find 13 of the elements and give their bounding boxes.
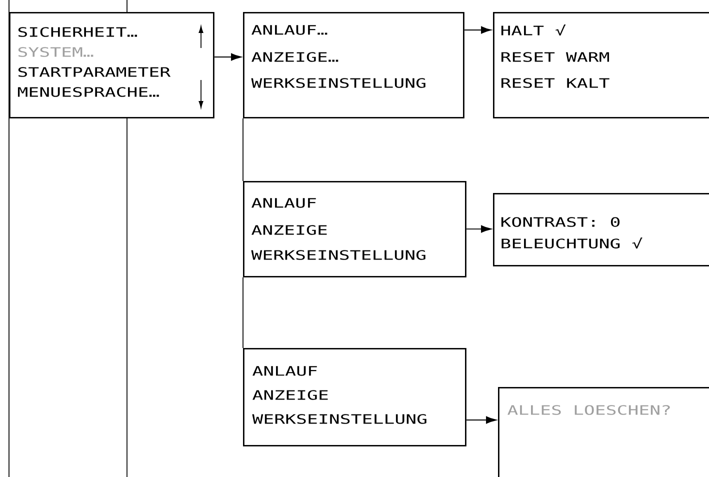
connector — [242, 276, 244, 348]
menu-screen: HALT √ RESET WARM RESET KALT — [493, 12, 709, 118]
menu-screen: ANLAUF ANZEIGE WERKSEINSTELLUNG — [243, 181, 466, 278]
connector — [214, 53, 242, 61]
menu-screen: ANLAUF… ANZEIGE… WERKSEINSTELLUNG — [243, 12, 464, 118]
connector — [466, 416, 496, 424]
menu-screen: KONTRAST: 0 BELEUCHTUNG √ — [493, 193, 709, 266]
connector — [466, 225, 492, 233]
connector — [242, 118, 244, 182]
menu-screen: SICHERHEIT… SYSTEM… STARTPARAMETER MENUESPRACHE… — [9, 12, 214, 118]
menu-screen: ANLAUF ANZEIGE WERKSEINSTELLUNG — [243, 348, 466, 446]
connector — [464, 26, 492, 34]
menu-screen: ALLES LOESCHEN? — [498, 387, 709, 477]
